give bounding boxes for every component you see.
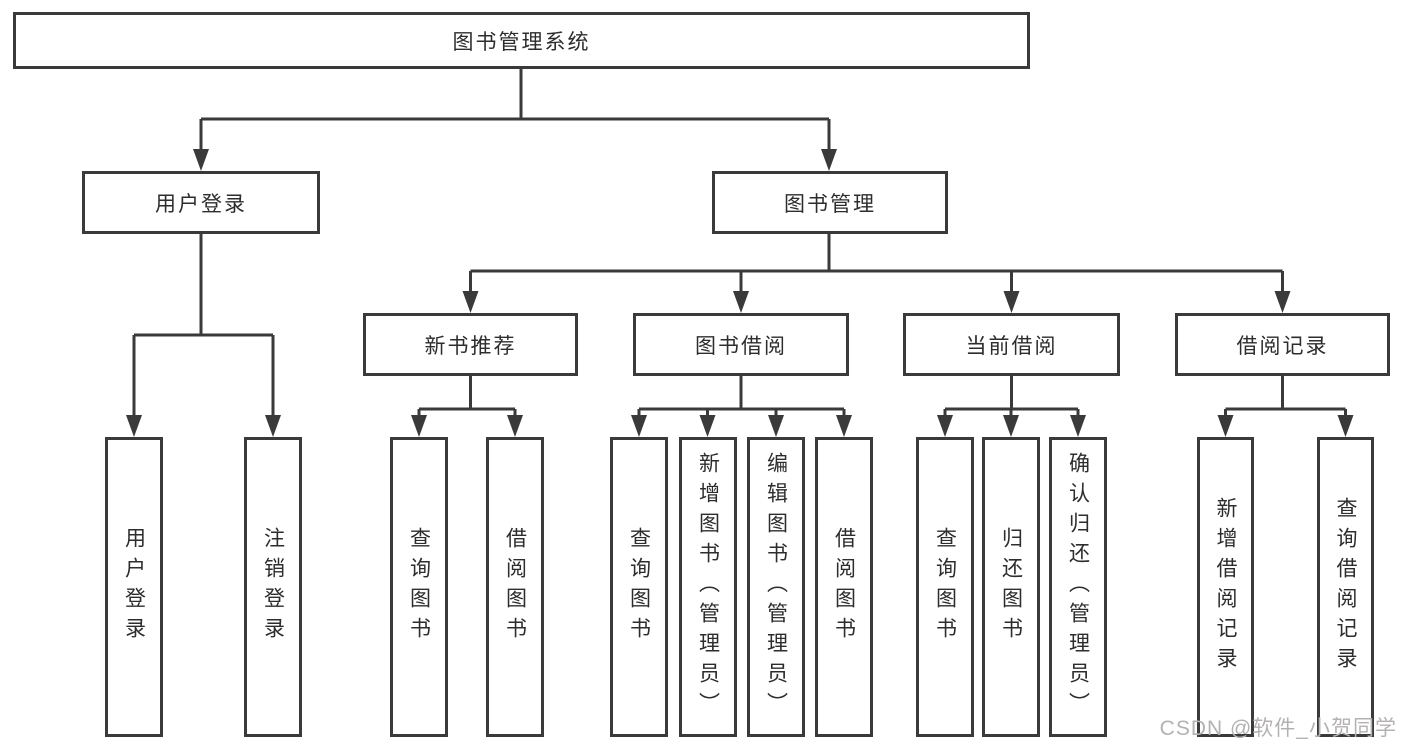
node-label: 当前借阅 (965, 334, 1058, 358)
node-label: 借阅记录 (1236, 334, 1329, 358)
leaf-label: 查询图书 (627, 527, 651, 647)
leaf-logout: 注销登录 (244, 437, 302, 737)
leaf-add-book-admin: 新增图书（管理员） (679, 437, 737, 737)
leaf-label: 查询借阅记录 (1334, 497, 1357, 677)
leaf-label: 新增图书（管理员） (696, 452, 720, 722)
node-label: 新书推荐 (424, 334, 517, 358)
leaf-borrowing-query-book: 查询图书 (610, 437, 668, 737)
leaf-return-book: 归还图书 (982, 437, 1040, 737)
leaf-label: 借阅图书 (832, 527, 856, 647)
node-new-book-recommend: 新书推荐 (363, 313, 578, 376)
leaf-label: 确认归还（管理员） (1066, 452, 1090, 722)
node-borrowing-records: 借阅记录 (1175, 313, 1390, 376)
leaf-label: 注销登录 (261, 527, 285, 647)
leaf-label: 查询图书 (933, 527, 957, 647)
node-user-login-branch: 用户登录 (82, 171, 320, 234)
node-book-management: 图书管理 (712, 171, 948, 234)
leaf-user-login: 用户登录 (105, 437, 163, 737)
node-label: 图书管理 (784, 192, 876, 216)
leaf-recommend-query-book: 查询图书 (390, 437, 448, 737)
node-label: 图书借阅 (695, 334, 787, 358)
leaf-label: 用户登录 (122, 527, 146, 647)
leaf-borrow-book: 借阅图书 (815, 437, 873, 737)
node-book-borrowing: 图书借阅 (633, 313, 849, 376)
leaf-edit-book-admin: 编辑图书（管理员） (747, 437, 805, 737)
leaf-label: 借阅图书 (503, 527, 527, 647)
leaf-label: 查询图书 (407, 527, 431, 647)
csdn-watermark: CSDN @软件_小贺同学 (1159, 717, 1397, 740)
leaf-current-query-book: 查询图书 (916, 437, 974, 737)
leaf-recommend-borrow-book: 借阅图书 (486, 437, 544, 737)
node-label: 用户登录 (155, 192, 247, 216)
node-root-system: 图书管理系统 (13, 12, 1030, 69)
leaf-label: 新增借阅记录 (1214, 497, 1237, 677)
leaf-label: 归还图书 (999, 527, 1023, 647)
node-current-borrowing: 当前借阅 (903, 313, 1120, 376)
leaf-confirm-return-admin: 确认归还（管理员） (1049, 437, 1107, 737)
leaf-add-borrow-record: 新增借阅记录 (1197, 437, 1254, 737)
leaf-label: 编辑图书（管理员） (764, 452, 788, 722)
node-root-label: 图书管理系统 (452, 30, 591, 54)
arrowheads (126, 149, 1354, 437)
leaf-query-borrow-record: 查询借阅记录 (1317, 437, 1374, 737)
